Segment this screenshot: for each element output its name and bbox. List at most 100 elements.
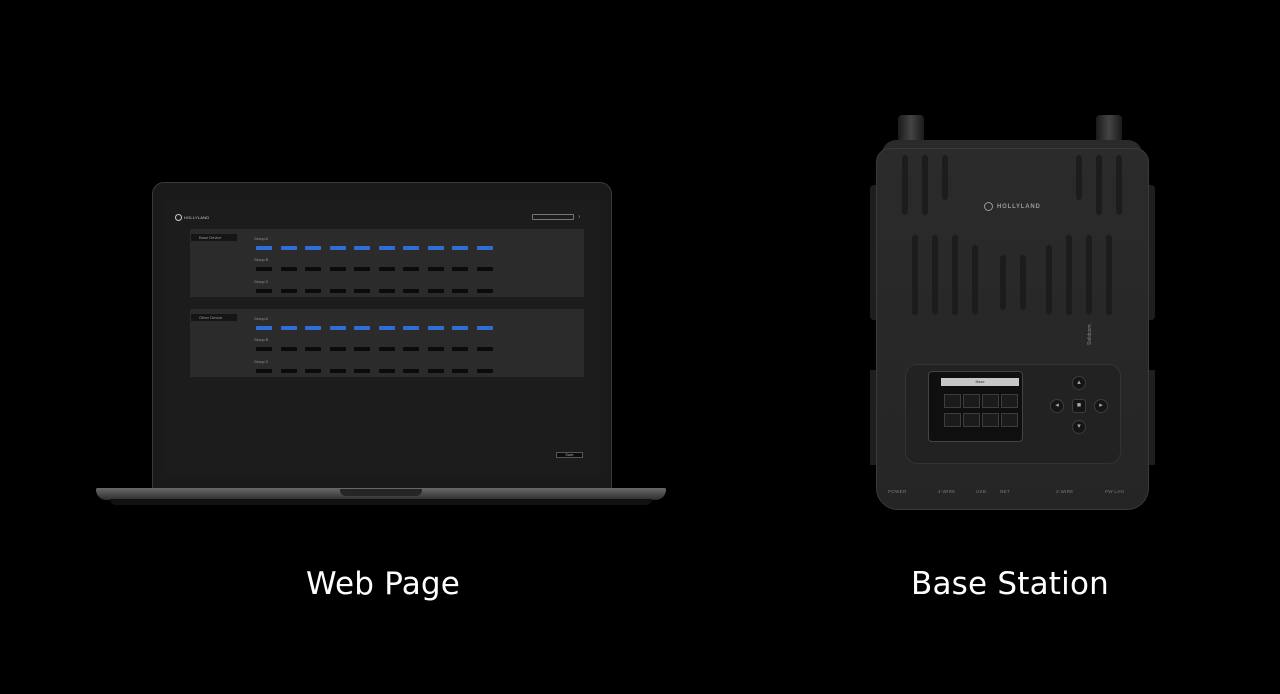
channel-button[interactable] bbox=[403, 246, 419, 250]
channel-button[interactable] bbox=[354, 289, 370, 293]
channel-button[interactable] bbox=[403, 326, 419, 330]
channel-button[interactable] bbox=[280, 369, 297, 373]
channel-button[interactable] bbox=[427, 267, 444, 271]
channel-button[interactable] bbox=[329, 326, 346, 330]
device-side-bracket bbox=[870, 185, 878, 320]
left-button[interactable]: ◂ bbox=[1050, 399, 1064, 413]
channel-button[interactable] bbox=[403, 267, 419, 271]
channel-button[interactable] bbox=[329, 369, 346, 373]
device-label: Base Device bbox=[191, 234, 237, 241]
channel-button[interactable] bbox=[452, 246, 468, 250]
lcd-cell bbox=[944, 394, 961, 408]
device-side-bracket bbox=[1147, 185, 1155, 320]
heatsink-groove bbox=[1046, 245, 1052, 315]
channel-button[interactable] bbox=[280, 326, 297, 330]
heatsink-groove bbox=[922, 155, 928, 215]
channel-button[interactable] bbox=[329, 246, 346, 250]
channel-button[interactable] bbox=[280, 246, 297, 250]
channel-button[interactable] bbox=[378, 246, 395, 250]
heatsink-groove bbox=[1000, 255, 1006, 310]
port-label: 2-WIRE bbox=[1056, 489, 1074, 494]
channel-button[interactable] bbox=[305, 326, 321, 330]
lcd-title: Base bbox=[941, 378, 1019, 386]
heatsink-groove bbox=[1106, 235, 1112, 315]
channel-button[interactable] bbox=[452, 326, 468, 330]
channel-button[interactable] bbox=[329, 289, 346, 293]
base-device-panel: Base Device Group A Group B bbox=[190, 229, 584, 297]
laptop-notch bbox=[340, 489, 422, 496]
channel-button[interactable] bbox=[256, 267, 272, 271]
ok-button[interactable]: ■ bbox=[1072, 399, 1086, 413]
group-label: Group B bbox=[254, 338, 269, 342]
port-label: USB bbox=[976, 489, 987, 494]
right-button[interactable]: ▸ bbox=[1094, 399, 1108, 413]
channel-button[interactable] bbox=[256, 326, 272, 330]
group-label: Group C bbox=[254, 360, 269, 364]
channel-button[interactable] bbox=[427, 347, 444, 351]
channel-button[interactable] bbox=[354, 246, 370, 250]
channel-button[interactable] bbox=[378, 267, 395, 271]
heatsink-groove bbox=[1066, 235, 1072, 315]
channel-button[interactable] bbox=[452, 267, 468, 271]
channel-button[interactable] bbox=[378, 347, 395, 351]
channel-button[interactable] bbox=[452, 347, 468, 351]
heatsink-groove bbox=[1076, 155, 1082, 200]
channel-button[interactable] bbox=[329, 267, 346, 271]
channel-button[interactable] bbox=[476, 369, 493, 373]
channel-button[interactable] bbox=[354, 369, 370, 373]
channel-button[interactable] bbox=[256, 347, 272, 351]
device-side-bracket bbox=[870, 370, 878, 465]
channel-button[interactable] bbox=[354, 347, 370, 351]
channel-button[interactable] bbox=[476, 267, 493, 271]
channel-button[interactable] bbox=[256, 289, 272, 293]
channel-button[interactable] bbox=[305, 246, 321, 250]
port-label: NET bbox=[1000, 489, 1010, 494]
down-button[interactable]: ▾ bbox=[1072, 420, 1086, 434]
group-label: Group C bbox=[254, 280, 269, 284]
channel-button[interactable] bbox=[354, 326, 370, 330]
group-a-row bbox=[256, 326, 493, 330]
channel-button[interactable] bbox=[403, 369, 419, 373]
channel-button[interactable] bbox=[378, 369, 395, 373]
channel-button[interactable] bbox=[256, 369, 272, 373]
channel-button[interactable] bbox=[427, 369, 444, 373]
channel-button[interactable] bbox=[427, 246, 444, 250]
channel-button[interactable] bbox=[256, 246, 272, 250]
port-label: PW LAN bbox=[1105, 489, 1125, 494]
lcd-cell bbox=[963, 413, 980, 427]
channel-button[interactable] bbox=[452, 289, 468, 293]
channel-button[interactable] bbox=[476, 326, 493, 330]
channel-button[interactable] bbox=[280, 289, 297, 293]
channel-button[interactable] bbox=[280, 347, 297, 351]
logo-text: HOLLYLAND bbox=[184, 214, 210, 220]
channel-button[interactable] bbox=[378, 326, 395, 330]
group-label: Group A bbox=[254, 317, 268, 321]
channel-button[interactable] bbox=[305, 267, 321, 271]
channel-button[interactable] bbox=[329, 347, 346, 351]
lcd-cell bbox=[1001, 413, 1018, 427]
heatsink-groove bbox=[902, 155, 908, 215]
channel-button[interactable] bbox=[354, 267, 370, 271]
save-button[interactable]: Save bbox=[556, 452, 583, 458]
channel-button[interactable] bbox=[305, 369, 321, 373]
channel-button[interactable] bbox=[378, 289, 395, 293]
channel-button[interactable] bbox=[476, 246, 493, 250]
channel-button[interactable] bbox=[427, 326, 444, 330]
channel-button[interactable] bbox=[476, 347, 493, 351]
channel-button[interactable] bbox=[305, 289, 321, 293]
group-c-row bbox=[256, 289, 493, 293]
channel-button[interactable] bbox=[403, 347, 419, 351]
channel-button[interactable] bbox=[403, 289, 419, 293]
channel-button[interactable] bbox=[452, 369, 468, 373]
channel-button[interactable] bbox=[280, 267, 297, 271]
chevron-right-icon[interactable]: › bbox=[578, 214, 580, 220]
language-select[interactable] bbox=[532, 214, 574, 220]
group-c-row bbox=[256, 369, 493, 373]
port-label: POWER bbox=[888, 489, 907, 494]
group-a-row bbox=[256, 246, 493, 250]
channel-button[interactable] bbox=[305, 347, 321, 351]
heatsink-groove bbox=[1086, 235, 1092, 315]
up-button[interactable]: ▴ bbox=[1072, 376, 1086, 390]
channel-button[interactable] bbox=[476, 289, 493, 293]
channel-button[interactable] bbox=[427, 289, 444, 293]
